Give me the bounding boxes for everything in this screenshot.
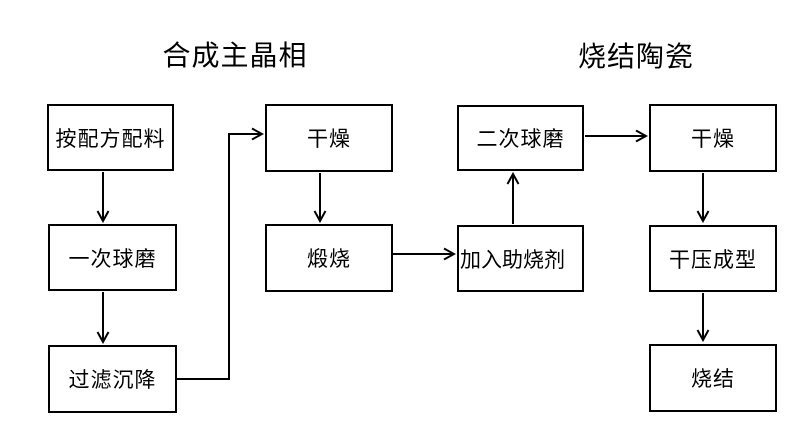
box-first-ball-milling-label: 一次球磨 [68,247,157,271]
box-second-ball-milling: 二次球磨 [457,105,584,171]
box-add-sintering-aid-label: 加入助烧剂 [460,248,565,272]
box-filter-settling-label: 过滤沉降 [68,369,157,392]
box-calcination-label: 煅烧 [307,248,351,271]
box-calcination: 煅烧 [265,224,393,292]
box-dry-pressing-label: 干压成型 [669,248,757,272]
box-drying-right-label: 干燥 [691,128,735,151]
box-batching: 按配方配料 [47,104,174,171]
box-first-ball-milling: 一次球磨 [48,224,177,291]
section-title-sinter-ceramics: 烧结陶瓷 [577,41,694,72]
box-drying-left: 干燥 [265,104,393,172]
box-sintering-label: 烧结 [691,368,735,391]
box-add-sintering-aid: 加入助烧剂 [457,225,584,292]
box-filter-settling: 过滤沉降 [48,345,177,413]
box-dry-pressing: 干压成型 [649,225,777,292]
box-second-ball-milling-label: 二次球磨 [476,128,565,151]
box-batching-label: 按配方配料 [55,127,166,151]
box-drying-right: 干燥 [649,104,777,172]
box-drying-left-label: 干燥 [307,128,351,151]
box-sintering: 烧结 [649,344,777,412]
section-title-synthesize-main-crystal-phase: 合成主晶相 [162,40,308,71]
arrow-filter-settling-to-drying-left [176,134,262,380]
